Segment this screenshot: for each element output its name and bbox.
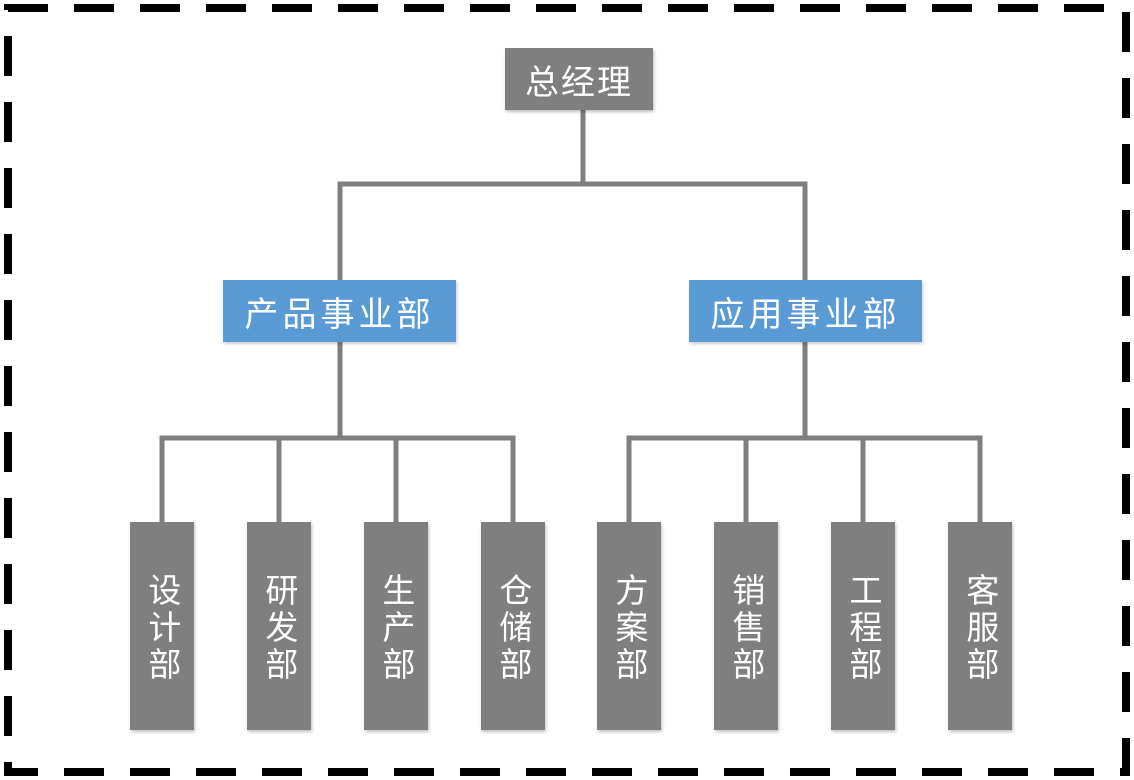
node-label: 客服部 <box>960 572 1000 684</box>
node-department: 工程部 <box>831 522 895 730</box>
node-label: 设计部 <box>142 572 182 684</box>
node-department: 研发部 <box>247 522 311 730</box>
node-division-application: 应用事业部 <box>689 280 922 342</box>
node-department: 方案部 <box>597 522 661 730</box>
node-label: 仓储部 <box>493 572 533 684</box>
node-department: 销售部 <box>714 522 778 730</box>
node-label: 应用事业部 <box>710 294 901 335</box>
node-label: 总经理 <box>525 62 633 103</box>
node-label: 工程部 <box>843 572 883 684</box>
node-department: 设计部 <box>130 522 194 730</box>
node-label: 销售部 <box>726 572 766 684</box>
node-division-product: 产品事业部 <box>223 280 456 342</box>
node-label: 研发部 <box>259 572 299 684</box>
node-department: 生产部 <box>364 522 428 730</box>
node-department: 仓储部 <box>481 522 545 730</box>
node-department: 客服部 <box>948 522 1012 730</box>
node-label: 生产部 <box>376 572 416 684</box>
connector-lines <box>159 107 983 525</box>
node-label: 产品事业部 <box>244 294 435 335</box>
dashed-border <box>4 4 1130 776</box>
node-general-manager: 总经理 <box>505 48 653 110</box>
node-label: 方案部 <box>609 572 649 684</box>
